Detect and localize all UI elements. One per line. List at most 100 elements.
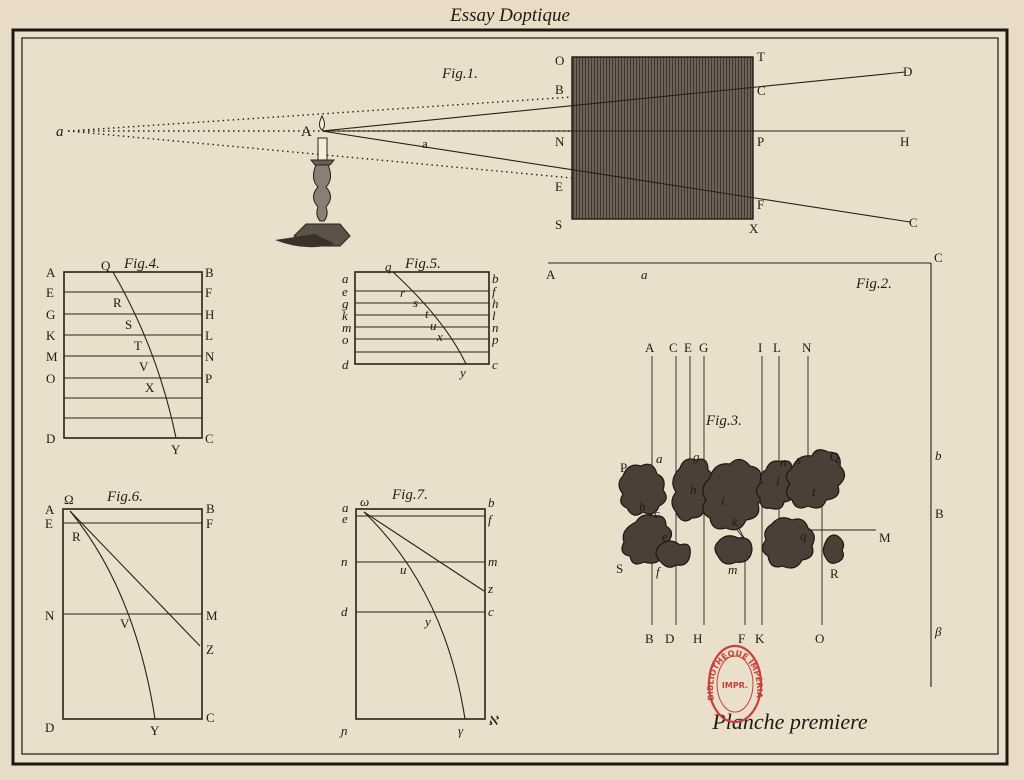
stamp-inner-ring — [716, 655, 754, 713]
fig1-dotted-ray-upper — [67, 96, 573, 132]
fig5-left-label: e — [342, 284, 348, 299]
fig3-label-E: E — [684, 340, 692, 355]
fig3-label-n: n — [780, 454, 787, 469]
fig5-rectangle — [354, 271, 490, 365]
inner-border — [21, 37, 999, 755]
fig3-cloud-9 — [761, 517, 815, 569]
fig7-label-bottom-left: ɲ — [339, 723, 348, 738]
fig1-label-S: S — [555, 217, 562, 232]
fig3-label-t: t — [812, 484, 816, 499]
fig7-label-y: y — [423, 614, 431, 629]
fig1-label-T: T — [757, 49, 765, 64]
fig6-label-R: R — [72, 529, 81, 544]
fig4-left-label: M — [46, 349, 58, 364]
fig4-right-label: N — [205, 349, 215, 364]
fig3: Fig.3. A C E G I L N B D H — [616, 340, 891, 646]
fig6-label-D: D — [45, 720, 54, 735]
fig3-label-c: c — [654, 506, 660, 521]
fig1-label-H: H — [900, 134, 909, 149]
fig3-label-D: D — [665, 631, 674, 646]
fig2-label-B: B — [935, 506, 944, 521]
fig7-label-d: d — [341, 604, 348, 619]
fig2-title: Fig.2. — [855, 276, 892, 292]
fig5-right-label: f — [492, 284, 498, 299]
fig3-label-q: q — [800, 528, 807, 543]
fig6-label-Z: Z — [206, 642, 214, 657]
fig3-label-F: F — [738, 631, 745, 646]
fig3-label-I: I — [758, 340, 762, 355]
fig3-label-b: b — [639, 499, 646, 514]
fig1-label-B: B — [555, 82, 564, 97]
fig5-right-label: c — [492, 357, 498, 372]
fig5-curve-label: s — [413, 295, 418, 310]
fig2-label-beta: β — [934, 624, 942, 639]
fig4-left-label: G — [46, 307, 55, 322]
fig3-cloud-1 — [618, 463, 667, 516]
fig2: Fig.2. A a C b B β — [546, 250, 944, 687]
fig7-label-b: b — [488, 495, 495, 510]
fig2-label-A: A — [546, 267, 556, 282]
fig1-label-E: E — [555, 179, 563, 194]
fig1-label-D: D — [903, 64, 912, 79]
fig4-right-label: L — [205, 328, 213, 343]
fig1-label-N: N — [555, 134, 565, 149]
fig5-left-label: a — [342, 271, 349, 286]
fig2-label-b: b — [935, 448, 942, 463]
fig3-label-h: h — [690, 482, 697, 497]
fig5-left-label: o — [342, 332, 349, 347]
fig4-right-label: H — [205, 307, 214, 322]
fig3-label-L: L — [773, 340, 781, 355]
fig4-left-label: D — [46, 431, 55, 446]
fig1-ray-AD — [321, 71, 906, 132]
stamp-outer-ring — [707, 644, 763, 724]
fig3-label-k: k — [732, 514, 738, 529]
fig4-right-label: F — [205, 285, 212, 300]
fig1-label-F: F — [757, 197, 764, 212]
outer-border — [11, 28, 1009, 766]
fig3-label-a: a — [656, 451, 663, 466]
fig2-label-a: a — [641, 267, 648, 282]
fig4-right-label: C — [205, 431, 214, 446]
fig5-left-label: g — [342, 296, 349, 311]
fig6-label-E: E — [45, 516, 53, 531]
fig6-label-N: N — [45, 608, 55, 623]
fig3-label-N: N — [802, 340, 812, 355]
fig3-label-m: m — [728, 562, 737, 577]
fig6-label-C: C — [206, 710, 215, 725]
fig4-right-label: P — [205, 371, 212, 386]
fig3-cloud-10 — [822, 534, 845, 564]
fig5-left-label: m — [342, 320, 351, 335]
fig7: Fig.7. a ω b e f n u m z d y c ɲ γ ℵ — [339, 487, 500, 738]
fig4-title: Fig.4. — [123, 256, 160, 272]
fig6-label-omega: Ω — [64, 492, 74, 507]
fig5-curve-label: x — [436, 329, 443, 344]
fig6-label-M: M — [206, 608, 218, 623]
fig6-label-V: V — [120, 616, 130, 631]
fig6-curve — [69, 510, 156, 720]
fig3-label-G: G — [699, 340, 708, 355]
fig4-left-label: E — [46, 285, 54, 300]
fig3-label-C: C — [669, 340, 678, 355]
fig4-left-label: A — [46, 265, 56, 280]
fig1-title: Fig.1. — [441, 66, 478, 82]
fig7-label-c: c — [488, 604, 494, 619]
fig3-label-i: i — [721, 493, 725, 508]
fig5-curve-label: t — [425, 306, 429, 321]
fig1-label-C-end: C — [909, 215, 918, 230]
fig5-label-q: q — [385, 259, 392, 274]
fig1-label-C: C — [757, 83, 766, 98]
fig4-curve-label: X — [145, 380, 155, 395]
fig6-label-Y: Y — [150, 723, 160, 738]
fig7-label-f: f — [488, 512, 494, 527]
fig7-label-u: u — [400, 562, 407, 577]
fig6-label-B: B — [206, 501, 215, 516]
fig3-label-f: f — [656, 564, 662, 579]
